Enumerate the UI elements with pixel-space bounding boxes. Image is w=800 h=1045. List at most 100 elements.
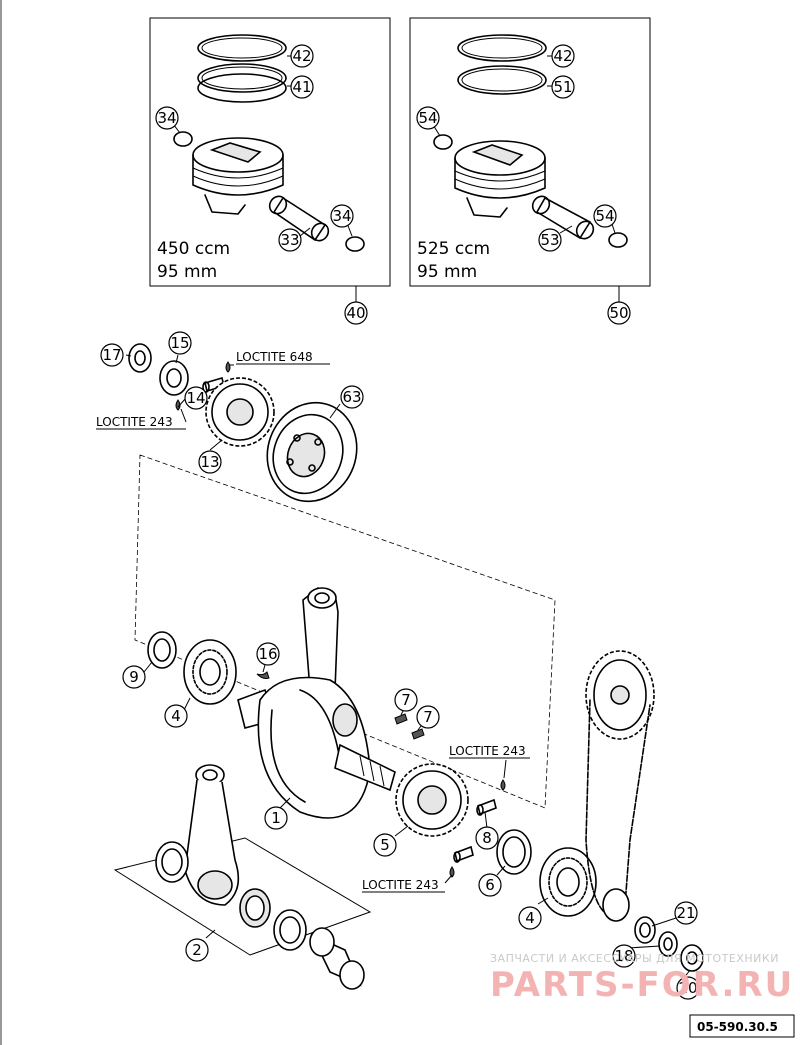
svg-text:54: 54 — [418, 109, 437, 127]
callout-1: 1 — [264, 806, 288, 830]
key-7-b — [411, 728, 425, 740]
watermark-site: PARTS-FOR.RU — [490, 965, 794, 1005]
assembly-guide-frame — [134, 454, 556, 809]
callout-2: 2 — [185, 938, 209, 962]
piston-pin-53 — [531, 195, 595, 240]
piston-450 — [192, 137, 284, 215]
piston-525 — [454, 140, 546, 218]
svg-text:20: 20 — [678, 979, 697, 997]
piston-panel-450: 450 ccm 95 mm — [149, 17, 391, 302]
callout-15: 15 — [168, 331, 192, 355]
svg-text:54: 54 — [595, 207, 614, 225]
thrust-washer-left — [155, 841, 189, 883]
svg-text:21: 21 — [676, 904, 695, 922]
screw-8-upper — [476, 798, 497, 816]
callout-53: 53 — [538, 228, 562, 252]
svg-text:34: 34 — [157, 109, 176, 127]
loctite-drop-648 — [225, 361, 231, 373]
bearing-4-left — [183, 639, 237, 705]
callout-40: 40 — [344, 301, 368, 325]
timing-chain-sprocket — [585, 650, 655, 922]
circlip-34-bottom — [345, 236, 365, 252]
svg-text:53: 53 — [540, 231, 559, 249]
svg-text:7: 7 — [401, 691, 411, 709]
svg-text:13: 13 — [200, 453, 219, 471]
svg-text:40: 40 — [346, 304, 365, 322]
circlip-34-top — [173, 131, 193, 147]
shim-6 — [496, 829, 532, 875]
circlip-54-bottom — [608, 232, 628, 248]
screw-8-lower — [453, 845, 474, 863]
svg-text:33: 33 — [280, 231, 299, 249]
key-16 — [256, 671, 270, 679]
callout-21: 21 — [674, 901, 698, 925]
crank-pin — [309, 927, 365, 990]
svg-text:8: 8 — [482, 829, 492, 847]
piston-ring-top — [197, 34, 287, 62]
note-loctite-243-c: LOCTITE 243 — [362, 878, 439, 892]
nut-20 — [680, 944, 704, 972]
seal-17 — [128, 343, 152, 373]
piston-ring-oil — [197, 63, 287, 103]
callout-17: 17 — [100, 343, 124, 367]
callout-51: 51 — [551, 75, 575, 99]
svg-text:9: 9 — [129, 668, 139, 686]
svg-text:41: 41 — [292, 78, 311, 96]
seal-9 — [147, 631, 177, 669]
drawing-code: 05-590.30.5 — [697, 1020, 778, 1034]
bore-450: 95 mm — [157, 262, 217, 282]
svg-text:18: 18 — [614, 947, 633, 965]
key-7-a — [394, 713, 408, 725]
callout-4-a: 4 — [164, 704, 188, 728]
callout-42-b: 42 — [551, 44, 575, 68]
callout-33: 33 — [278, 228, 302, 252]
piston-pin-33 — [268, 195, 330, 242]
svg-text:16: 16 — [258, 645, 277, 663]
washer-21 — [634, 916, 656, 944]
piston-panel-525: 525 ccm 95 mm — [409, 17, 651, 302]
callout-34-b: 34 — [330, 204, 354, 228]
panel-frame-525 — [409, 17, 651, 287]
note-loctite-243-b: LOCTITE 243 — [449, 744, 526, 758]
callout-18: 18 — [612, 944, 636, 968]
svg-text:4: 4 — [171, 707, 181, 725]
svg-text:5: 5 — [380, 836, 390, 854]
circlip-54-top — [433, 134, 453, 150]
piston-ring-second-525 — [457, 65, 547, 95]
needle-bearing — [239, 888, 271, 928]
idler-gear-13 — [205, 377, 275, 447]
loctite-drop-243-lower — [449, 866, 455, 878]
callout-41: 41 — [290, 75, 314, 99]
svg-text:1: 1 — [271, 809, 281, 827]
note-loctite-648: LOCTITE 648 — [236, 350, 313, 364]
loctite-drop-243-top — [175, 399, 181, 411]
gear-5 — [395, 763, 469, 837]
displacement-525: 525 ccm — [417, 239, 490, 259]
callout-54-b: 54 — [593, 204, 617, 228]
svg-text:42: 42 — [292, 47, 311, 65]
callout-7-b: 7 — [416, 705, 440, 729]
svg-text:6: 6 — [485, 876, 495, 894]
loctite-drop-243-gear — [500, 779, 506, 791]
watermark-tagline: ЗАПЧАСТИ И АКСЕССУАРЫ ДЛЯ МОТОТЕХНИКИ — [490, 952, 779, 965]
crankshaft-1 — [237, 587, 396, 819]
svg-text:4: 4 — [525, 909, 535, 927]
callout-14: 14 — [184, 386, 208, 410]
washer-18 — [658, 931, 678, 957]
panel-frame-450 — [149, 17, 391, 287]
svg-text:50: 50 — [609, 304, 628, 322]
callout-8: 8 — [475, 826, 499, 850]
callout-63: 63 — [340, 385, 364, 409]
callout-20: 20 — [676, 976, 700, 1000]
callout-5: 5 — [373, 833, 397, 857]
displacement-450: 450 ccm — [157, 239, 230, 259]
callout-9: 9 — [122, 665, 146, 689]
svg-text:34: 34 — [332, 207, 351, 225]
callout-6: 6 — [478, 873, 502, 897]
bore-525: 95 mm — [417, 262, 477, 282]
note-loctite-243-a: LOCTITE 243 — [96, 415, 173, 429]
svg-text:63: 63 — [342, 388, 361, 406]
callout-13: 13 — [198, 450, 222, 474]
callout-16: 16 — [256, 642, 280, 666]
